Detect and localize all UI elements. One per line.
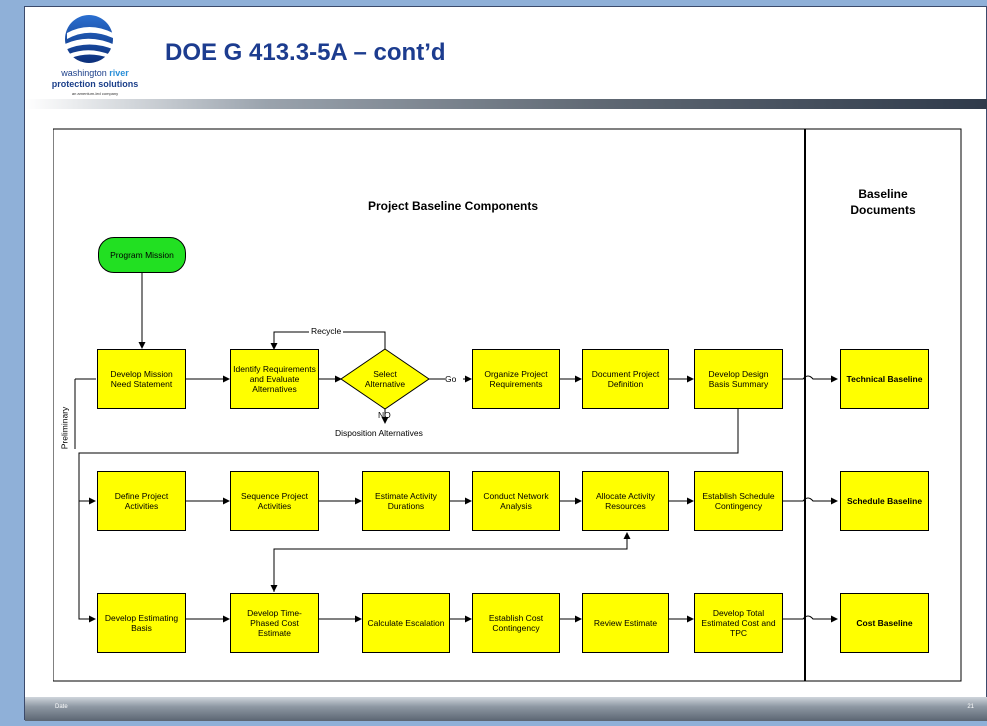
network-analysis-box: Conduct Network Analysis bbox=[472, 471, 560, 531]
logo-text-line2: protection solutions bbox=[51, 79, 139, 89]
footer-page-number: 21 bbox=[967, 704, 974, 710]
logo-mark-icon bbox=[65, 15, 115, 63]
process-flow-diagram: Project Baseline Components Baseline Doc… bbox=[53, 123, 963, 683]
diagram-connectors bbox=[53, 128, 962, 682]
document-definition-box: Document Project Definition bbox=[582, 349, 669, 409]
time-phased-estimate-box: Develop Time-Phased Cost Estimate bbox=[230, 593, 319, 653]
define-activities-box: Define Project Activities bbox=[97, 471, 186, 531]
section-title: Project Baseline Components bbox=[367, 199, 539, 213]
design-basis-box: Develop Design Basis Summary bbox=[694, 349, 783, 409]
technical-baseline-box: Technical Baseline bbox=[840, 349, 929, 409]
sequence-activities-box: Sequence Project Activities bbox=[230, 471, 319, 531]
logo-text-line3: an amentum-led company bbox=[71, 91, 119, 96]
review-estimate-box: Review Estimate bbox=[582, 593, 669, 653]
develop-mission-need-box: Develop Mission Need Statement bbox=[97, 349, 186, 409]
slide-footer: Date 21 bbox=[25, 697, 987, 721]
docs-title-line2: Documents bbox=[850, 203, 916, 217]
estimate-durations-box: Estimate Activity Durations bbox=[362, 471, 450, 531]
program-mission-node: Program Mission bbox=[98, 237, 186, 273]
estimating-basis-box: Develop Estimating Basis bbox=[97, 593, 186, 653]
cost-contingency-box: Establish Cost Contingency bbox=[472, 593, 560, 653]
organize-requirements-box: Organize Project Requirements bbox=[472, 349, 560, 409]
total-estimated-cost-box: Develop Total Estimated Cost and TPC bbox=[694, 593, 783, 653]
diagram-frame bbox=[53, 128, 962, 682]
slide-title: DOE G 413.3-5A – cont’d bbox=[165, 39, 446, 66]
recycle-label: Recycle bbox=[309, 326, 344, 336]
calculate-escalation-box: Calculate Escalation bbox=[362, 593, 450, 653]
preliminary-label: Preliminary bbox=[59, 404, 70, 452]
footer-date: Date bbox=[55, 704, 68, 710]
select-alternative-label: Select Alternative bbox=[364, 369, 406, 389]
company-logo: washington river protection solutions an… bbox=[35, 11, 155, 101]
no-label: NO bbox=[378, 410, 391, 420]
allocate-resources-box: Allocate Activity Resources bbox=[582, 471, 669, 531]
docs-title-line1: Baseline bbox=[858, 187, 908, 201]
schedule-contingency-box: Establish Schedule Contingency bbox=[694, 471, 783, 531]
cost-baseline-box: Cost Baseline bbox=[840, 593, 929, 653]
logo-text-line1: washington river bbox=[61, 68, 129, 78]
slide: washington river protection solutions an… bbox=[24, 6, 987, 721]
identify-requirements-box: Identify Requirements and Evaluate Alter… bbox=[230, 349, 319, 409]
go-label: Go bbox=[445, 374, 457, 384]
schedule-baseline-box: Schedule Baseline bbox=[840, 471, 929, 531]
select-alternative-diamond bbox=[340, 348, 430, 410]
header-divider bbox=[25, 99, 987, 109]
disposition-label: Disposition Alternatives bbox=[335, 428, 423, 438]
